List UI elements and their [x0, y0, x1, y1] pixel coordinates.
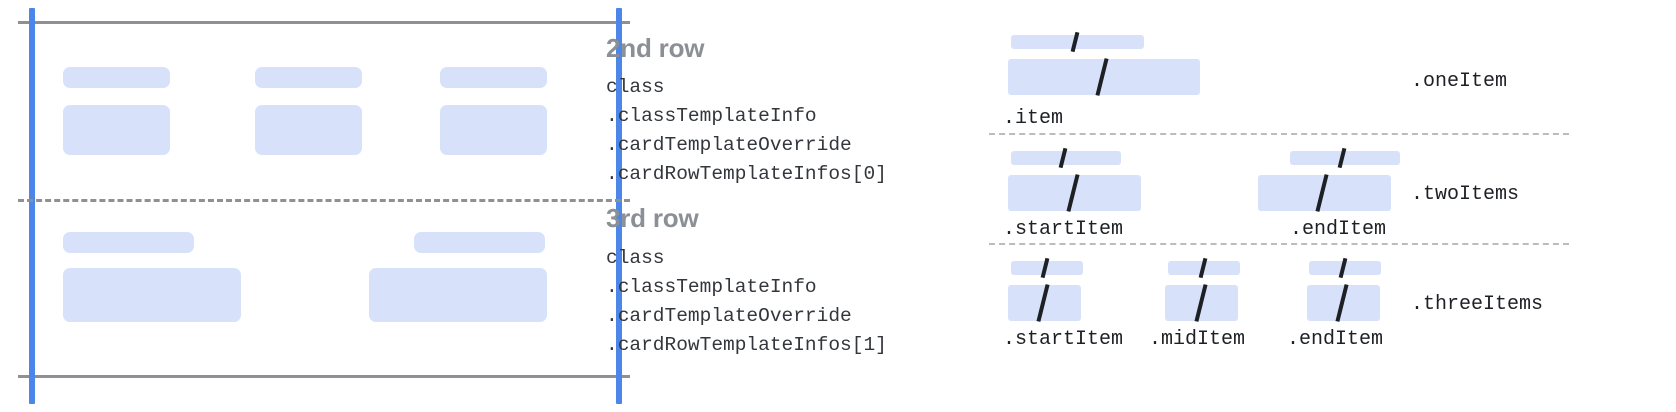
- item-group-separator-1: [989, 133, 1569, 135]
- item-group-separator-2: [989, 243, 1569, 245]
- group3-label: .threeItems: [1411, 293, 1544, 316]
- group2-label: .twoItems: [1411, 183, 1520, 206]
- card-row-divider: [18, 199, 630, 202]
- group1-item1-label-bar: [1011, 35, 1144, 49]
- item-arrangement-diagram: .item .oneItem .startItem .endItem .twoI…: [975, 0, 1676, 412]
- card-top-edge-rule: [18, 21, 630, 24]
- row2-col1-body-block: [63, 268, 241, 322]
- card-bottom-edge-rule: [18, 375, 630, 378]
- card-row-diagram: [0, 0, 630, 412]
- row1-col1-body-block: [63, 105, 170, 155]
- row2-col1-label-bar: [63, 232, 194, 253]
- group2-item2-label-bar: [1290, 151, 1400, 165]
- row-annotation-path-2: class .classTemplateInfo .cardTemplateOv…: [606, 247, 887, 356]
- card-left-guide-line: [29, 8, 35, 404]
- group3-item3-sub-label: .endItem: [1287, 328, 1384, 351]
- group3-item2-sub-label: .midItem: [1149, 328, 1246, 351]
- row1-col2-label-bar: [255, 67, 362, 88]
- row-annotation-path-1: class .classTemplateInfo .cardTemplateOv…: [606, 76, 887, 185]
- group1-label: .oneItem: [1411, 70, 1508, 93]
- row-annotations: 2nd row class .classTemplateInfo .cardTe…: [606, 0, 1006, 412]
- card-right-guide-line: [616, 8, 622, 404]
- row1-col3-label-bar: [440, 67, 547, 88]
- group1-item1-sub-label: .item: [1003, 107, 1064, 130]
- row2-col2-label-bar: [414, 232, 545, 253]
- row-annotation-title-1: 2nd row: [606, 33, 705, 63]
- group2-item2-sub-label: .endItem: [1290, 218, 1387, 241]
- group2-item1-sub-label: .startItem: [1003, 218, 1124, 241]
- row1-col2-body-block: [255, 105, 362, 155]
- group2-item1-label-bar: [1011, 151, 1121, 165]
- row1-col1-label-bar: [63, 67, 170, 88]
- row2-col2-body-block: [369, 268, 547, 322]
- row1-col3-body-block: [440, 105, 547, 155]
- row-annotation-title-2: 3rd row: [606, 203, 699, 233]
- group3-item1-sub-label: .startItem: [1003, 328, 1124, 351]
